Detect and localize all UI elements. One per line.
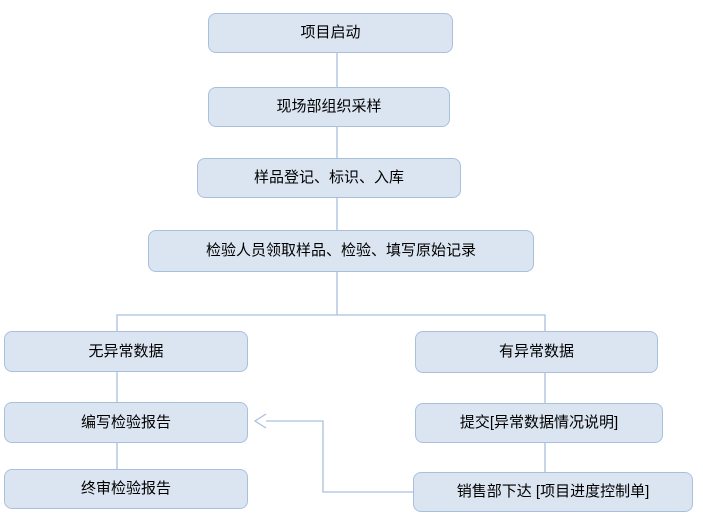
node-project-start: 项目启动: [208, 13, 453, 53]
node-final-review: 终审检验报告: [4, 469, 248, 509]
node-submit-explanation: 提交[异常数据情况说明]: [415, 403, 663, 443]
node-sample-registration: 样品登记、标识、入库: [197, 158, 461, 198]
connector-sales-to-writereport: [266, 420, 413, 493]
node-sales-control: 销售部下达 [项目进度控制单]: [413, 472, 693, 512]
connector-branch-split: [116, 314, 546, 331]
node-inspection-record: 检验人员领取样品、检验、填写原始记录: [148, 230, 534, 272]
node-write-report: 编写检验报告: [4, 402, 248, 443]
node-abnormal-data: 有异常数据: [415, 331, 658, 373]
node-no-abnormal-data: 无异常数据: [4, 331, 248, 372]
left-arrowhead-icon: [253, 413, 267, 429]
node-field-sampling: 现场部组织采样: [208, 87, 450, 127]
